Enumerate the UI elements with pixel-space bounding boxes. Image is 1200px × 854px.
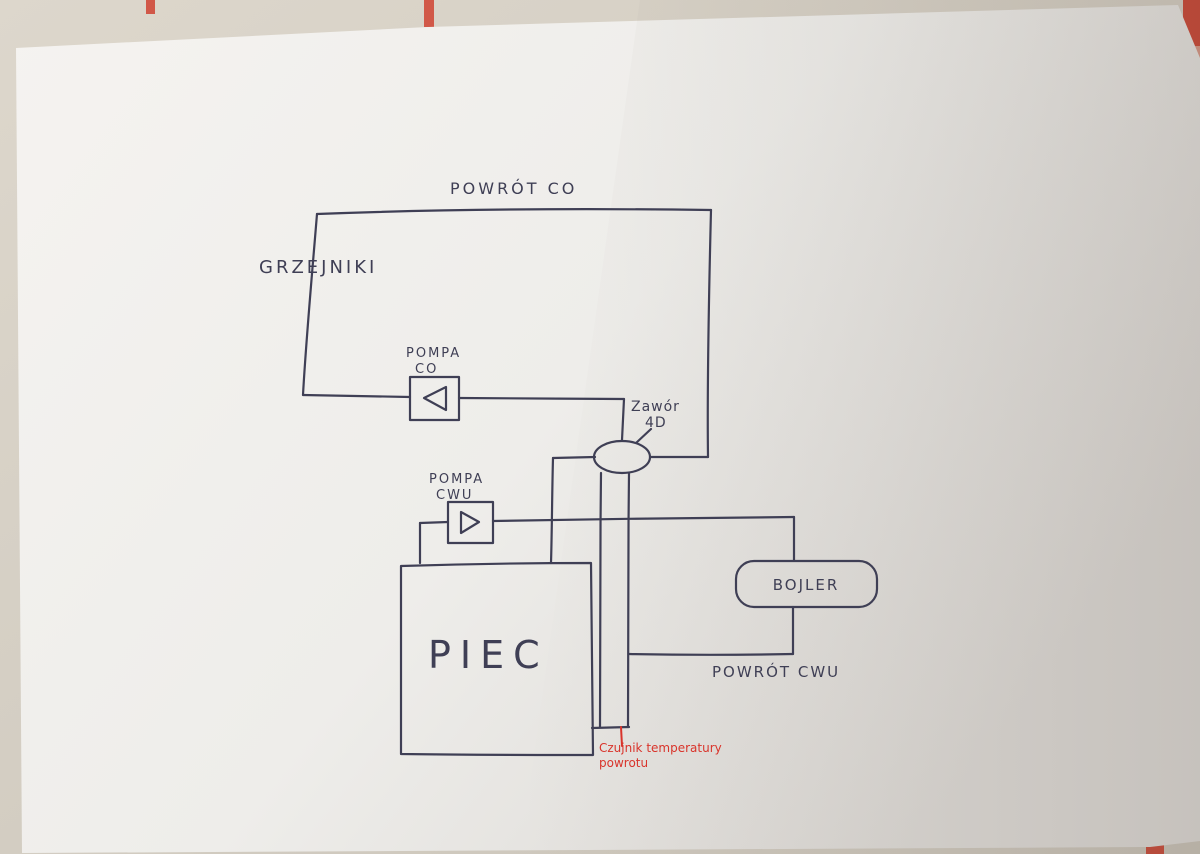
co-loop-bottom-right-pipe xyxy=(457,396,626,401)
piec-box xyxy=(399,561,595,757)
pump-co-triangle-icon xyxy=(422,385,448,412)
label-pompa-cwu-line1: POMPA xyxy=(429,472,484,487)
label-bojler: BOJLER xyxy=(773,576,840,594)
temperature-sensor-annotation: Czujnik temperatury powrotu xyxy=(599,726,722,770)
label-pompa-co-line1: POMPA xyxy=(406,346,461,361)
co-loop-bottom-left-pipe xyxy=(301,393,412,399)
return-pipe-right-line xyxy=(626,471,631,729)
label-zawor-line1: Zawór xyxy=(631,399,680,415)
label-powrot-co: POWRÓT CO xyxy=(450,179,577,198)
label-piec: PIEC xyxy=(428,633,549,677)
handwritten-labels: POWRÓT CO GRZEJNIKI POMPA CO Zawór 4D PO… xyxy=(259,179,840,681)
label-powrot-cwu: POWRÓT CWU xyxy=(712,662,840,681)
valve-4d-pointer-line xyxy=(634,427,653,445)
pipe-to-valve-top xyxy=(620,397,626,442)
boiler-box xyxy=(734,559,879,609)
co-loop-top-pipe xyxy=(315,208,713,216)
valve-left-stub-pipe xyxy=(551,455,597,460)
label-grzejniki: GRZEJNIKI xyxy=(259,257,377,278)
red-stripe xyxy=(146,0,155,14)
label-sensor-line1: Czujnik temperatury xyxy=(599,741,722,755)
label-zawor-line2: 4D xyxy=(645,415,667,431)
heating-schematic-drawing xyxy=(301,208,879,757)
cwu-return-pipe xyxy=(627,652,795,656)
cwu-supply-riser xyxy=(549,456,555,565)
label-pompa-co-line2: CO xyxy=(415,362,438,377)
cwu-pipe-to-boiler xyxy=(491,515,796,523)
pump-cwu-triangle-icon xyxy=(459,510,481,535)
label-sensor-line2: powrotu xyxy=(599,756,648,770)
co-loop-left-pipe xyxy=(301,212,319,397)
pump-co-symbol xyxy=(408,375,461,422)
return-pipe-left-line xyxy=(598,471,603,729)
cwu-pipe-left-segment xyxy=(418,520,450,525)
red-stripe xyxy=(424,0,434,27)
sensor-mark-line xyxy=(620,726,623,747)
pump-cwu-symbol xyxy=(446,500,495,545)
label-pompa-cwu-line2: CWU xyxy=(436,488,473,503)
paper-shadow xyxy=(520,0,1200,854)
co-loop-right-pipe xyxy=(706,208,713,459)
return-pipe-bottom-connector xyxy=(590,725,631,730)
